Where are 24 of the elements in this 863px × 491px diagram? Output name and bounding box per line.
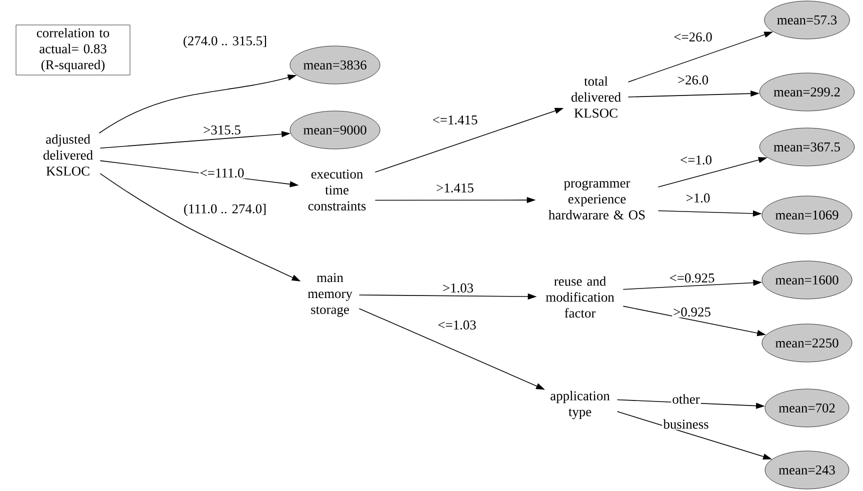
edge-label: (111.0 .. 274.0] — [182, 202, 268, 218]
edge-label: >1.0 — [684, 192, 712, 204]
edge-label: <=1.03 — [436, 319, 478, 331]
edge-label: <=1.0 — [679, 154, 713, 166]
edge-label: >26.0 — [676, 74, 710, 86]
edge-label: >0.925 — [672, 306, 712, 318]
edge-label: (274.0 .. 315.5] — [182, 34, 268, 50]
edge-label: >315.5 — [202, 124, 242, 136]
split-label: main memory storage — [308, 273, 352, 317]
split-label: execution time constraints — [308, 170, 366, 210]
edge-label: business — [662, 418, 710, 430]
split-label: adjusted delivered KSLOC — [43, 134, 93, 176]
edge-label: <=111.0 — [198, 167, 246, 179]
edge-label: >1.415 — [435, 182, 475, 194]
split-label: programmer experience hardwarare & OS — [548, 180, 645, 220]
split-label: reuse and modification factor — [546, 276, 614, 318]
note-box: correlation to actual= 0.83 (R-squared) — [16, 24, 130, 76]
split-label: total delivered KLSOC — [571, 76, 621, 118]
edge-label: >1.03 — [441, 282, 475, 294]
edge-label: <=0.925 — [668, 272, 716, 284]
edge-label: <=1.415 — [431, 114, 479, 126]
split-label: application type — [550, 390, 610, 420]
edge-label: other — [671, 393, 701, 405]
edge-label: <=26.0 — [672, 31, 714, 43]
